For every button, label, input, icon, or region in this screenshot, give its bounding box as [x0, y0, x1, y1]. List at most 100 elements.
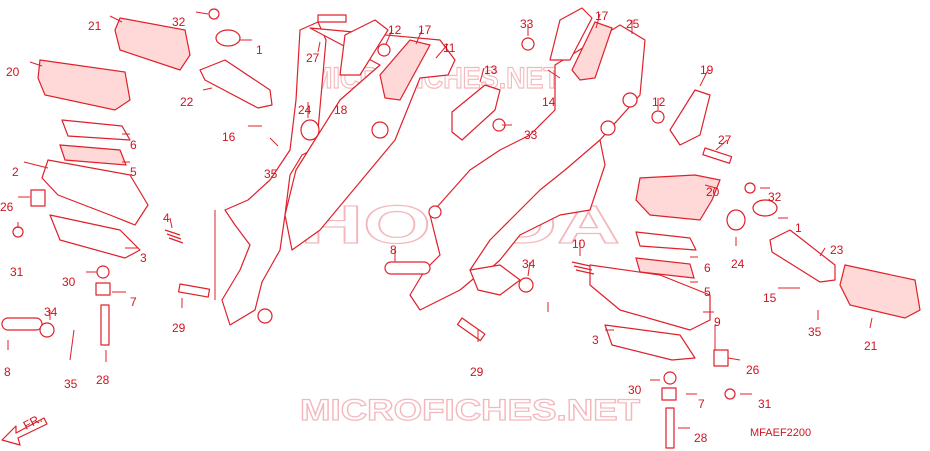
callout-8: 8 — [390, 243, 397, 257]
figure-code: MFAEF2200 — [750, 427, 811, 439]
bracket-hole — [622, 92, 638, 108]
callout-20: 20 — [706, 185, 720, 199]
callout-30: 30 — [628, 383, 642, 397]
callout-33: 33 — [520, 17, 534, 31]
washer-24-right — [726, 209, 746, 231]
callout-17: 17 — [595, 9, 609, 23]
callout-30: 30 — [62, 275, 76, 289]
callout-27: 27 — [306, 51, 320, 65]
callout-20: 20 — [6, 65, 20, 79]
pin-bracket-1-right — [752, 199, 778, 217]
callout-32: 32 — [768, 190, 782, 204]
bushing-26-right — [713, 349, 729, 367]
callout-7: 7 — [698, 397, 705, 411]
callout-24: 24 — [298, 103, 312, 117]
callout-12: 12 — [388, 23, 402, 37]
callout-19: 19 — [700, 63, 714, 77]
washer-30-right — [663, 371, 677, 385]
callout-16: 16 — [222, 130, 236, 144]
callout-23: 23 — [830, 243, 844, 257]
bolt-31-right — [724, 388, 736, 400]
callout-34: 34 — [44, 305, 58, 319]
callout-1: 1 — [795, 221, 802, 235]
callout-24: 24 — [731, 257, 745, 271]
rubber-pad — [379, 39, 431, 101]
bolt-32-right — [744, 182, 756, 194]
leader-lines — [7, 11, 873, 429]
callout-3: 3 — [140, 251, 147, 265]
callout-14: 14 — [542, 95, 556, 109]
bolt-29-right — [456, 317, 486, 342]
callout-29: 29 — [172, 321, 186, 335]
bolt-28-right — [665, 407, 675, 449]
right-peg-pin — [769, 229, 836, 283]
washer-34-left — [39, 322, 55, 338]
bracket-hole — [257, 308, 273, 324]
callout-28: 28 — [694, 431, 708, 445]
bolt-32-left — [208, 8, 220, 20]
left-footpeg-plate — [61, 119, 131, 141]
bracket-hole — [371, 121, 389, 139]
callout-12: 12 — [652, 95, 666, 109]
callout-3: 3 — [592, 333, 599, 347]
left-footpeg-holder — [49, 214, 141, 259]
callout-35: 35 — [264, 167, 278, 181]
pin-8-left — [1, 317, 43, 331]
bolt-28-left — [100, 304, 110, 346]
bolt-31-left — [12, 226, 24, 238]
bolt-27-left — [317, 14, 347, 23]
callout-22: 22 — [180, 95, 194, 109]
bracket-hole — [600, 120, 616, 136]
callout-6: 6 — [130, 138, 137, 152]
callout-labels: 1234567891011121314151617181920212223242… — [0, 9, 878, 445]
left-footpeg-pad — [59, 144, 127, 166]
callout-9: 9 — [714, 315, 721, 329]
bolt-27-right — [702, 147, 733, 164]
left-step-holder-plate — [284, 27, 456, 251]
left-footpeg-rubber — [37, 59, 131, 111]
watermark-bottom: MICROFICHES.NET — [300, 394, 640, 427]
left-peg-pin — [199, 59, 273, 109]
callout-29: 29 — [470, 365, 484, 379]
callout-31: 31 — [10, 265, 24, 279]
callout-1: 1 — [256, 43, 263, 57]
mount-tab — [669, 89, 711, 146]
callout-31: 31 — [758, 397, 772, 411]
washer-30-left — [96, 265, 110, 279]
mount-tab — [549, 7, 593, 61]
spring-4-left — [164, 229, 184, 244]
callout-4: 4 — [163, 211, 170, 225]
bolts — [1, 8, 778, 449]
washer-24-left — [300, 119, 320, 141]
washer-34-right — [518, 277, 534, 293]
right-footpeg-pad — [635, 257, 695, 279]
callout-17: 17 — [418, 23, 432, 37]
callout-35: 35 — [808, 325, 822, 339]
callout-8: 8 — [4, 365, 11, 379]
callout-7: 7 — [130, 295, 137, 309]
nut-33-top — [521, 37, 535, 51]
callout-27: 27 — [718, 133, 732, 147]
callout-26: 26 — [746, 363, 760, 377]
collar-12-left — [377, 43, 391, 57]
left-rear-footpeg-rubber — [114, 17, 191, 71]
right-footpeg-holder — [604, 324, 696, 361]
callout-32: 32 — [172, 15, 186, 29]
callout-5: 5 — [130, 165, 137, 179]
right-footpeg-body — [589, 264, 711, 331]
mount-tab — [451, 84, 501, 141]
callout-11: 11 — [443, 41, 456, 55]
collar-12-right — [651, 110, 665, 124]
left-footpeg-body — [41, 159, 149, 226]
callout-10: 10 — [572, 237, 586, 251]
callout-18: 18 — [334, 103, 348, 117]
collar-7-right — [661, 387, 677, 401]
callout-26: 26 — [0, 200, 14, 214]
callout-2: 2 — [12, 165, 19, 179]
pin-8-right — [384, 261, 431, 275]
callout-6: 6 — [704, 261, 711, 275]
callout-13: 13 — [484, 63, 498, 77]
callout-34: 34 — [522, 257, 536, 271]
